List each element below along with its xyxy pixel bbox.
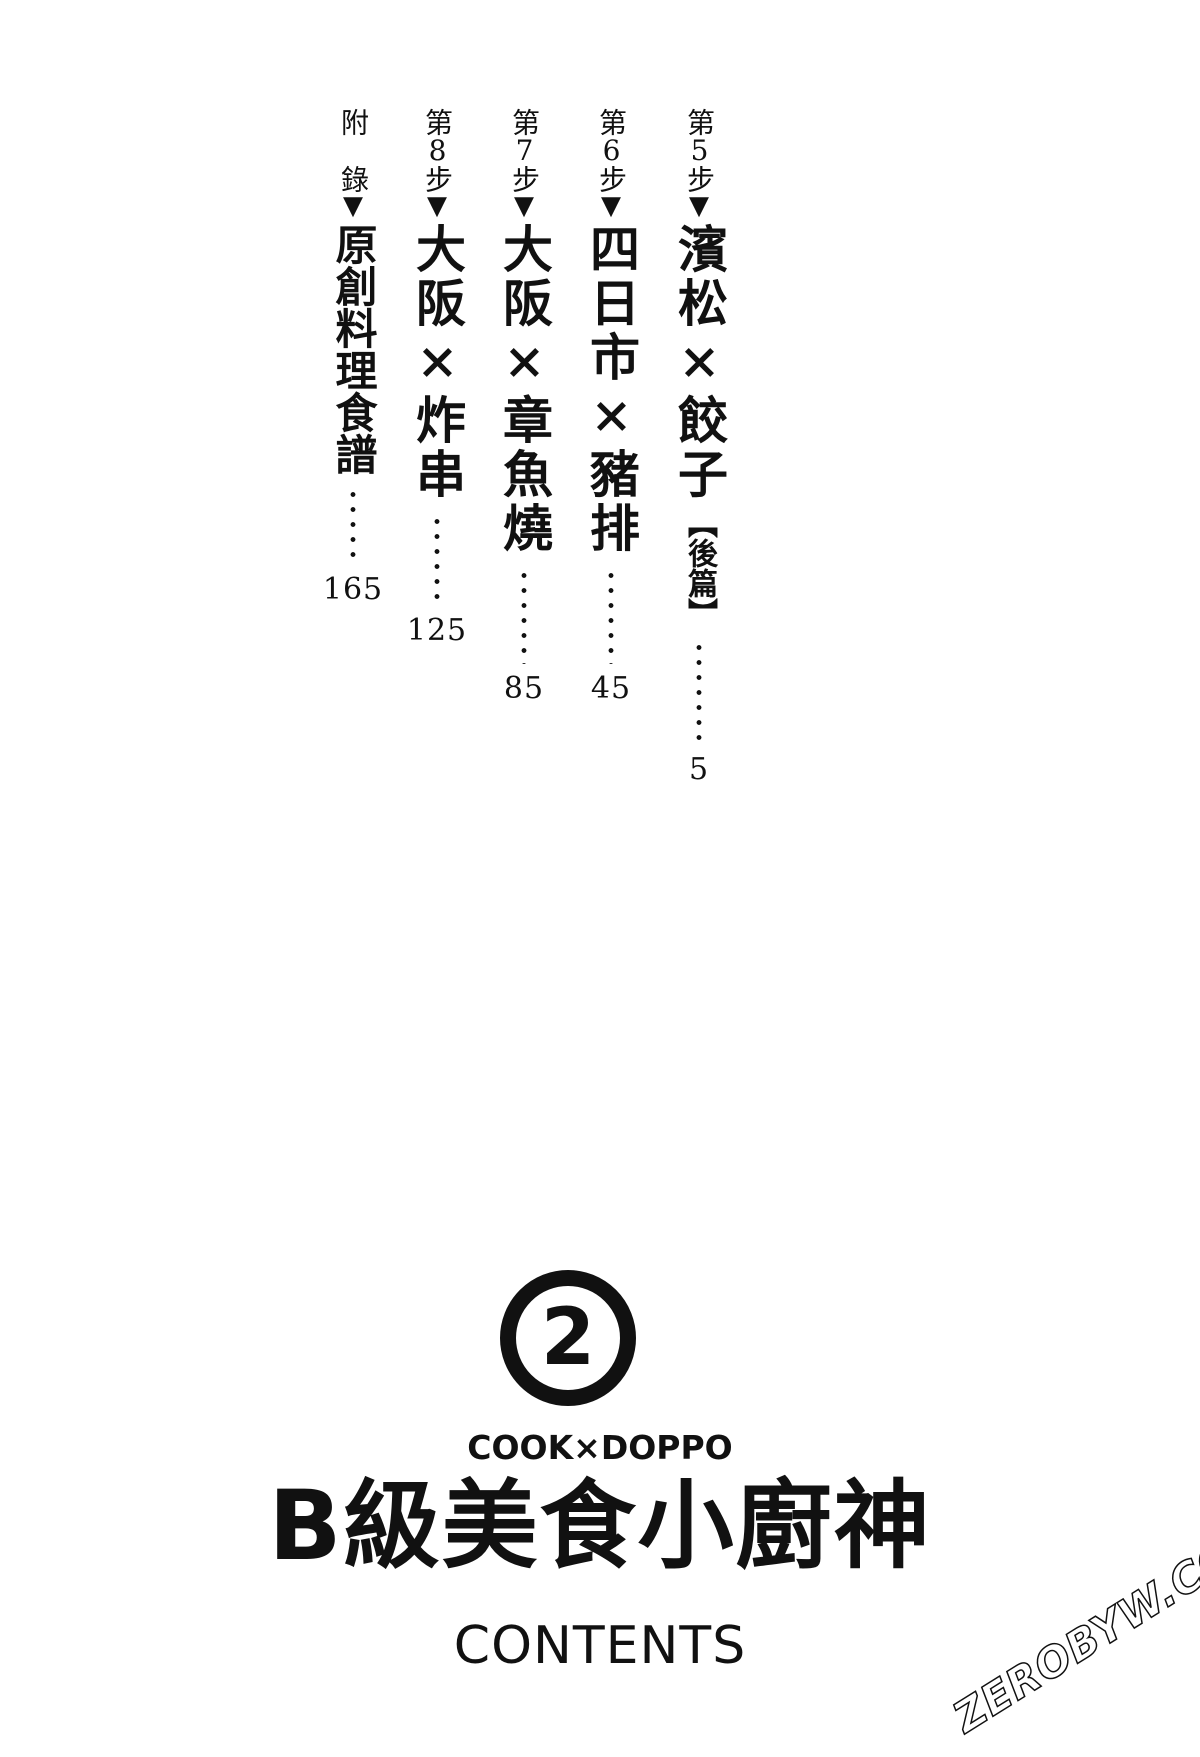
page-number: 85 — [503, 671, 545, 706]
leader-dots — [696, 640, 702, 745]
arrow-down-icon: ▼ — [343, 191, 363, 221]
toc-entry-7[interactable]: 第7步 ▼ 大阪×章魚燒 85 — [487, 108, 561, 704]
arrow-down-icon: ▼ — [427, 191, 447, 221]
arrow-down-icon: ▼ — [601, 191, 621, 221]
arrow-down-icon: ▼ — [689, 191, 709, 221]
leader-dots — [608, 568, 614, 664]
toc-entry-5[interactable]: 第5步 ▼ 濱松×餃子 【後篇】 5 — [662, 108, 736, 785]
page-number: 5 — [688, 752, 710, 787]
contents-heading: CONTENTS — [453, 1616, 747, 1676]
chapter-label: 第5步 — [683, 108, 716, 191]
chapter-subtitle: 【後篇】 — [682, 508, 717, 628]
chapter-title: 原創料理食譜 — [329, 223, 378, 475]
volume-number: 2 — [540, 1293, 596, 1383]
leader-dots — [434, 514, 440, 606]
arrow-down-icon: ▼ — [514, 191, 534, 221]
chapter-title: 四日市×豬排 — [582, 223, 641, 556]
page-number: 125 — [406, 613, 468, 648]
page-number: 45 — [590, 671, 632, 706]
series-subtitle: COOK×DOPPO — [467, 1428, 733, 1467]
chapter-title: 大阪×炸串 — [408, 223, 467, 502]
chapter-label: 第7步 — [508, 108, 541, 191]
chapter-title: 濱松×餃子 — [670, 223, 729, 502]
volume-badge: 2 — [500, 1270, 636, 1406]
chapter-label: 附 錄 — [337, 108, 370, 191]
chapter-label: 第6步 — [595, 108, 628, 191]
series-title: B級美食小廚神 — [268, 1470, 932, 1582]
chapter-title: 大阪×章魚燒 — [495, 223, 554, 556]
toc-entry-8[interactable]: 第8步 ▼ 大阪×炸串 125 — [400, 108, 474, 646]
toc-entry-appendix[interactable]: 附 錄 ▼ 原創料理食譜 165 — [316, 108, 390, 605]
leader-dots — [521, 568, 527, 664]
page-number: 165 — [322, 572, 384, 607]
leader-dots — [350, 487, 356, 565]
chapter-label: 第8步 — [421, 108, 454, 191]
toc-entry-6[interactable]: 第6步 ▼ 四日市×豬排 45 — [574, 108, 648, 704]
